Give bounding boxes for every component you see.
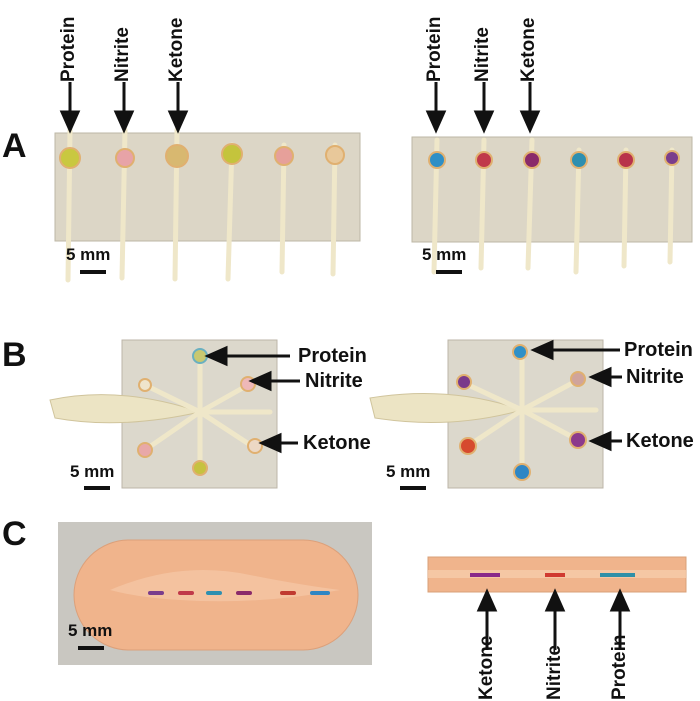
b-left-label-protein: Protein: [298, 345, 367, 367]
b-right-scale-label: 5 mm: [386, 462, 431, 481]
a-right-scale-bar: [436, 270, 462, 274]
b-left-label-nitrite: Nitrite: [305, 370, 363, 392]
panel-letter-a: A: [2, 127, 27, 165]
panel-letter-b: B: [2, 336, 27, 374]
b-right-label-nitrite: Nitrite: [626, 366, 684, 388]
panel-c-strip: [427, 556, 687, 593]
b-left-scale-bar: [84, 486, 110, 490]
a-right-scale-label: 5 mm: [422, 245, 467, 264]
b-left-label-ketone: Ketone: [303, 432, 371, 454]
a-left-scale-bar: [80, 270, 106, 274]
c-label-nitrite: Nitrite: [544, 645, 565, 700]
b-right-scale-bar: [400, 486, 426, 490]
c-label-ketone: Ketone: [476, 635, 497, 700]
c-scale-label: 5 mm: [68, 621, 113, 640]
a-right-dots: [428, 150, 680, 169]
panel-b-arrows: [204, 339, 622, 454]
a-left-dots: [59, 143, 345, 169]
panel-a-arrows: [59, 82, 541, 134]
a-right-label-ketone: Ketone: [518, 17, 539, 82]
c-scale-bar: [78, 646, 104, 650]
b-right-label-ketone: Ketone: [626, 430, 694, 452]
a-left-label-ketone: Ketone: [166, 17, 187, 82]
panel-letter-c: C: [2, 515, 27, 553]
b-left-scale-label: 5 mm: [70, 462, 115, 481]
a-right-label-protein: Protein: [424, 16, 445, 82]
a-left-label-protein: Protein: [58, 16, 79, 82]
panel-c-arrows: [476, 588, 631, 650]
a-right-label-nitrite: Nitrite: [472, 27, 493, 82]
panel-b-right-device: [369, 339, 604, 489]
b-right-label-protein: Protein: [624, 339, 693, 361]
panel-b-left-device: [49, 339, 278, 489]
a-left-label-nitrite: Nitrite: [112, 27, 133, 82]
c-label-protein: Protein: [609, 634, 630, 700]
a-left-scale-label: 5 mm: [66, 245, 111, 264]
panel-c-bandage-photo: [58, 522, 372, 665]
panel-a-left-strip: [54, 127, 361, 283]
panel-a-right-strip: [411, 136, 693, 275]
